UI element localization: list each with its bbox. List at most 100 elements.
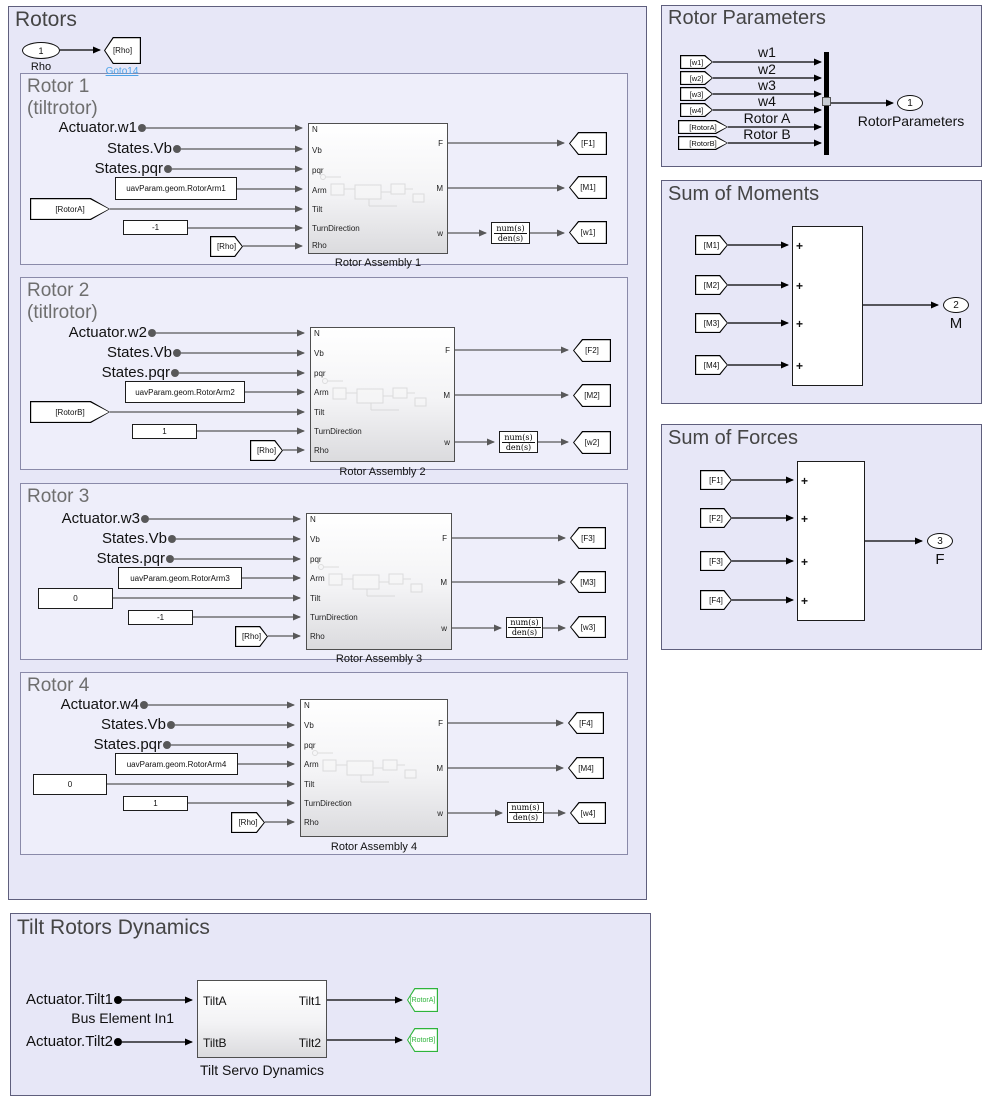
tilt1-input-label[interactable]: Actuator.Tilt1 (26, 991, 113, 1008)
goto-rho-name[interactable]: Goto14 (105, 66, 139, 77)
goto-m4-tag[interactable]: [M4] (568, 757, 604, 779)
from-f2-tag[interactable]: [F2] (700, 508, 732, 528)
rotor1-from-rotora-tag[interactable]: [RotorA] (30, 198, 110, 220)
area-tilt-rotors-dynamics[interactable] (10, 913, 651, 1096)
goto-f2-tag[interactable]: [F2] (573, 339, 611, 362)
goto-w2-tag[interactable]: [w2] (573, 431, 611, 454)
rotor2-transfer-fcn[interactable]: num(s) den(s) (499, 431, 538, 453)
goto-m3-tag[interactable]: [M3] (570, 571, 606, 593)
rotor-assembly-1-label[interactable]: Rotor Assembly 1 (334, 257, 422, 269)
rotor3-input-vb-label[interactable]: States.Vb (101, 530, 167, 547)
rotor2-input-vb-label[interactable]: States.Vb (106, 344, 172, 361)
rotor4-arm-constant[interactable]: uavParam.geom.RotorArm4 (115, 753, 238, 775)
rotor3-transfer-fcn[interactable]: num(s) den(s) (506, 617, 543, 638)
rotor3-turn-constant[interactable]: -1 (128, 610, 193, 625)
rotor-assembly-4-label[interactable]: Rotor Assembly 4 (330, 841, 418, 853)
outport-f-label[interactable]: F (935, 551, 945, 568)
inport-rho[interactable]: 1 (22, 42, 60, 59)
rotor4-transfer-fcn[interactable]: num(s) den(s) (507, 802, 544, 823)
rotor2-from-rotorb-tag[interactable]: [RotorB] (30, 401, 110, 423)
goto-m1-tag[interactable]: [M1] (569, 176, 607, 199)
rotor4-input-pqr-label[interactable]: States.pqr (93, 736, 162, 753)
from-m1-tag[interactable]: [M1] (695, 235, 728, 255)
rotor3-from-rho-tag[interactable]: [Rho] (235, 626, 268, 647)
tilt2-input-label[interactable]: Actuator.Tilt2 (26, 1033, 113, 1050)
from-w4-tag[interactable]: [w4] (680, 103, 713, 117)
rotor1-arm-constant[interactable]: uavParam.geom.RotorArm1 (115, 177, 237, 200)
rotor3-tilt-constant[interactable]: 0 (38, 588, 113, 609)
goto-rho-tag[interactable]: [Rho] (104, 37, 141, 64)
rotor1-wires[interactable] (110, 124, 565, 250)
signal-label-w1[interactable]: w1 (758, 44, 776, 60)
rotor4-input-w4-label[interactable]: Actuator.w4 (60, 696, 139, 713)
goto-f4-tag[interactable]: [F4] (568, 712, 604, 734)
rotor1-input-w1-label[interactable]: Actuator.w1 (58, 119, 137, 136)
from-f4-tag[interactable]: [F4] (700, 590, 732, 610)
rotor4-from-rho-tag[interactable]: [Rho] (231, 812, 265, 833)
rotor2-input-w2-label[interactable]: Actuator.w2 (68, 324, 147, 341)
from-rotorb-tag[interactable]: [RotorB] (678, 136, 728, 150)
tilt-servo-dynamics-block[interactable]: TiltA TiltB Tilt1 Tilt2 (197, 980, 327, 1058)
goto-w1-tag[interactable]: [w1] (569, 221, 607, 244)
inport-rho-label[interactable]: Rho (30, 61, 52, 73)
rotor2-turn-constant[interactable]: 1 (132, 424, 197, 439)
signal-label-w4[interactable]: w4 (758, 93, 776, 109)
from-m2-tag[interactable]: [M2] (695, 275, 728, 295)
rotor1-from-rho-tag[interactable]: [Rho] (210, 236, 243, 257)
rotor2-wires[interactable] (110, 329, 569, 454)
goto-m2-tag[interactable]: [M2] (573, 384, 611, 407)
outport-m[interactable]: 2 (943, 297, 969, 313)
signal-label-rotor-a[interactable]: Rotor A (743, 110, 791, 126)
tilt-dynamics-wires[interactable] (114, 996, 403, 1046)
rotor4-tilt-constant[interactable]: 0 (33, 774, 107, 795)
rotor4-input-vb-label[interactable]: States.Vb (100, 716, 166, 733)
goto-w4-tag[interactable]: [w4] (570, 802, 606, 824)
signal-label-rotor-b[interactable]: Rotor B (743, 126, 791, 142)
goto-w3-tag[interactable]: [w3] (570, 616, 606, 638)
rotor2-input-pqr-label[interactable]: States.pqr (101, 364, 170, 381)
tilt1-bus-element-label[interactable]: Bus Element In1 (71, 1010, 174, 1026)
from-w2-tag[interactable]: [w2] (680, 71, 713, 85)
rotor-assembly-1-block[interactable]: N Vb pqr Arm Tilt TurnDirection Rho F M … (308, 123, 448, 254)
rotor-assembly-2-block[interactable]: N Vb pqr Arm Tilt TurnDirection Rho F M … (310, 327, 455, 462)
goto-f3-tag[interactable]: [F3] (570, 527, 606, 549)
rotor3-wires[interactable] (113, 515, 566, 640)
from-w1-tag[interactable]: [w1] (680, 55, 713, 69)
from-w3-tag[interactable]: [w3] (680, 87, 713, 101)
sum-of-moments-wires[interactable] (728, 241, 939, 369)
outport-f[interactable]: 3 (927, 533, 953, 549)
rotor4-wires[interactable] (107, 701, 566, 826)
outport-rotor-parameters-label[interactable]: RotorParameters (857, 113, 965, 129)
rotor2-arm-constant[interactable]: uavParam.geom.RotorArm2 (125, 381, 245, 403)
from-m4-tag[interactable]: [M4] (695, 355, 728, 375)
sum-of-moments-block[interactable]: + + + + (792, 226, 863, 386)
rotor-assembly-3-label[interactable]: Rotor Assembly 3 (335, 653, 423, 665)
goto-f1-tag[interactable]: [F1] (569, 132, 607, 155)
sum-of-forces-wires[interactable] (732, 476, 923, 604)
rotor1-input-pqr-label[interactable]: States.pqr (94, 160, 163, 177)
rotor-assembly-3-block[interactable]: N Vb pqr Arm Tilt TurnDirection Rho F M … (306, 513, 452, 650)
rotor1-input-vb-label[interactable]: States.Vb (106, 140, 172, 157)
rotor4-turn-constant[interactable]: 1 (123, 796, 188, 811)
from-m3-tag[interactable]: [M3] (695, 313, 728, 333)
signal-label-w2[interactable]: w2 (758, 61, 776, 77)
rotor3-input-pqr-label[interactable]: States.pqr (96, 550, 165, 567)
outport-rotor-parameters[interactable]: 1 (897, 95, 923, 111)
rotor3-arm-constant[interactable]: uavParam.geom.RotorArm3 (118, 567, 242, 589)
goto-rotorb-green-tag[interactable]: [RotorB] (407, 1028, 438, 1052)
from-f3-tag[interactable]: [F3] (700, 551, 732, 571)
rotor-parameters-wires[interactable] (713, 58, 894, 147)
rotor-assembly-4-block[interactable]: N Vb pqr Arm Tilt TurnDirection Rho F M … (300, 699, 448, 837)
rotor2-from-rho-tag[interactable]: [Rho] (250, 440, 283, 461)
signal-label-w3[interactable]: w3 (758, 77, 776, 93)
from-f1-tag[interactable]: [F1] (700, 470, 732, 490)
tilt-servo-dynamics-label[interactable]: Tilt Servo Dynamics (200, 1062, 324, 1078)
rotor1-turn-constant[interactable]: -1 (123, 220, 188, 235)
outport-m-label[interactable]: M (949, 315, 963, 332)
rotor3-input-w3-label[interactable]: Actuator.w3 (61, 510, 140, 527)
rotor-assembly-2-label[interactable]: Rotor Assembly 2 (339, 466, 426, 478)
sum-of-forces-block[interactable]: + + + + (797, 461, 865, 621)
goto-rotora-green-tag[interactable]: [RotorA] (407, 988, 438, 1012)
from-rotora-tag[interactable]: [RotorA] (678, 120, 728, 134)
